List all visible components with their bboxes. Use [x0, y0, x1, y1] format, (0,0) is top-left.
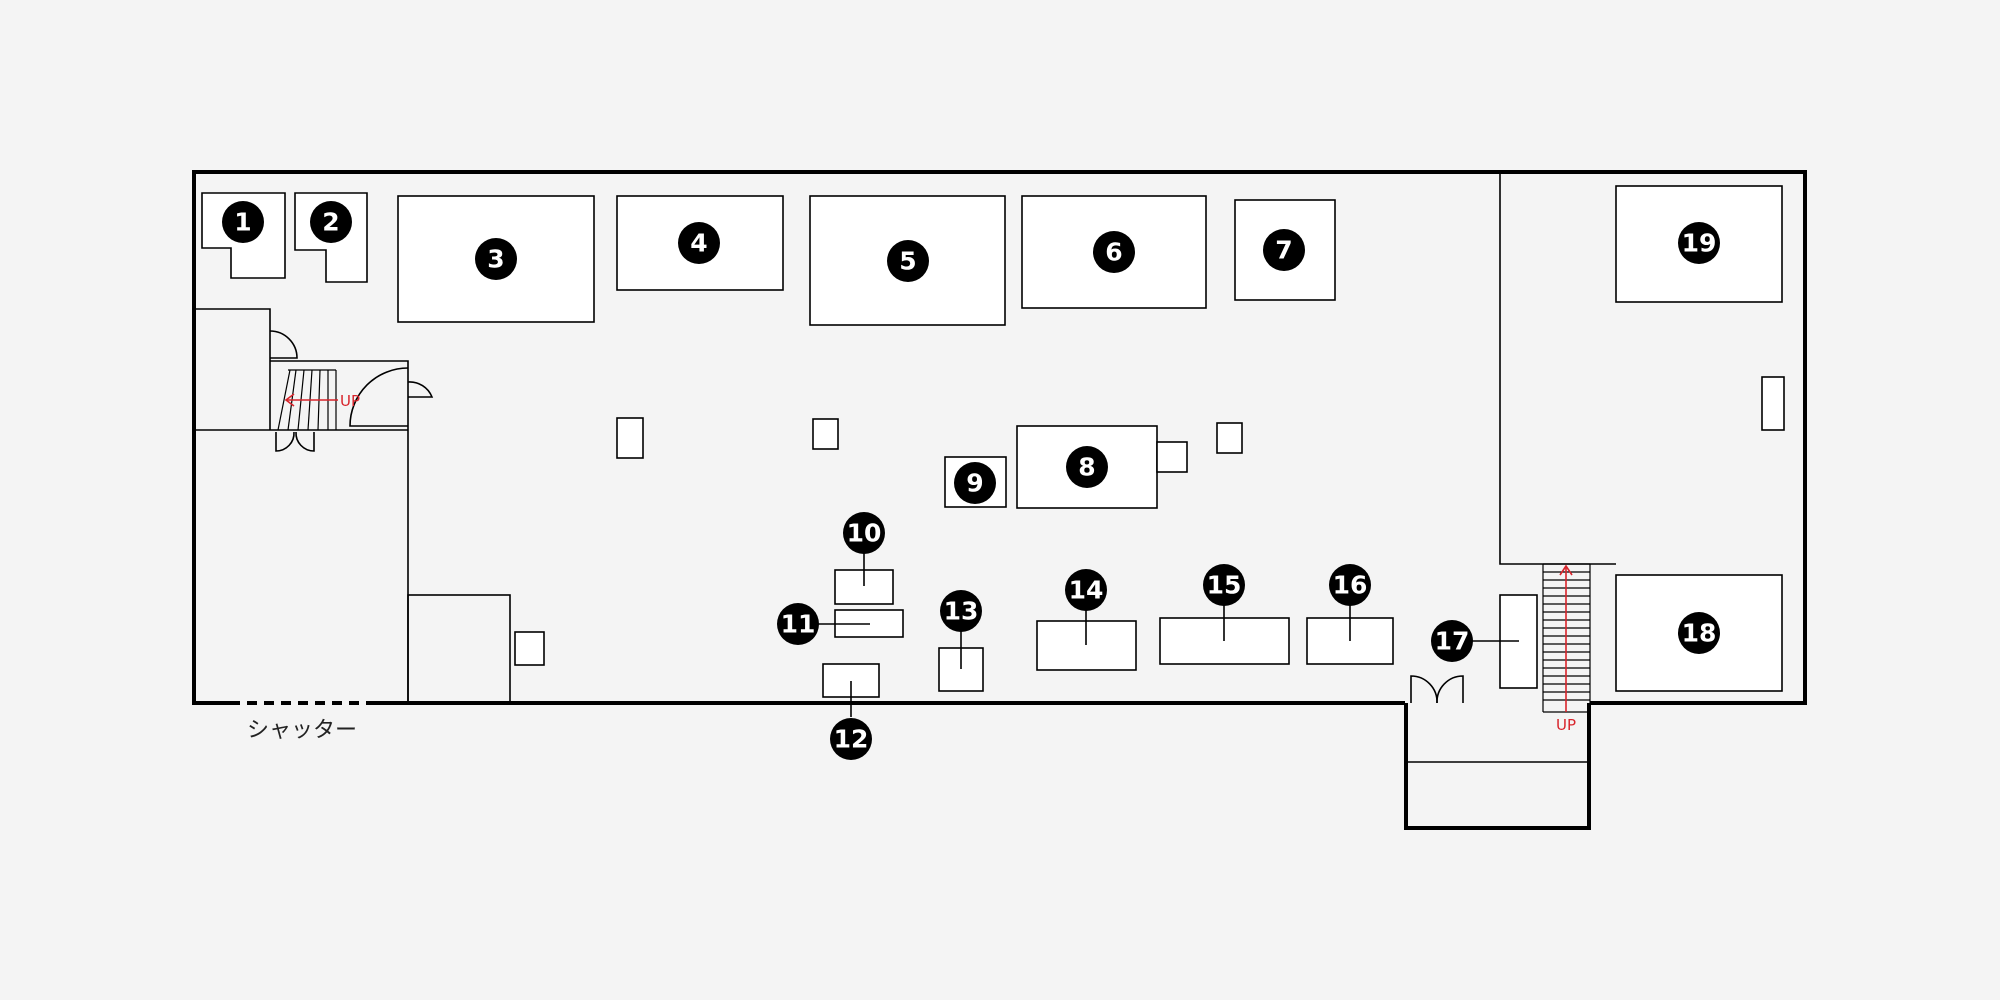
svg-text:18: 18 — [1682, 619, 1717, 648]
marker-12: 12 — [830, 718, 872, 760]
fixtures-bottom — [822, 569, 1538, 698]
marker-7: 7 — [1263, 229, 1305, 271]
marker-14: 14 — [1065, 569, 1107, 611]
svg-text:13: 13 — [944, 597, 979, 626]
svg-text:6: 6 — [1105, 238, 1122, 267]
marker-10: 10 — [843, 512, 885, 554]
pillar-a — [616, 417, 644, 459]
marker-15: 15 — [1203, 564, 1245, 606]
marker-11: 11 — [777, 603, 819, 645]
stair-up-label-left: UP — [340, 392, 360, 410]
small-fixture — [514, 631, 545, 666]
marker-4: 4 — [678, 222, 720, 264]
fixtures-top — [201, 192, 1336, 326]
marker-19: 19 — [1678, 222, 1720, 264]
svg-text:5: 5 — [899, 247, 916, 276]
marker-8: 8 — [1066, 446, 1108, 488]
fixture-8-side — [1156, 441, 1188, 473]
marker-1: 1 — [222, 201, 264, 243]
svg-text:11: 11 — [781, 610, 816, 639]
svg-text:12: 12 — [834, 725, 869, 754]
marker-16: 16 — [1329, 564, 1371, 606]
shutter: シャッター — [230, 701, 372, 743]
stairs-right: UP — [1542, 563, 1591, 734]
marker-9: 9 — [954, 462, 996, 504]
outer-walls — [192, 170, 1807, 830]
left-rooms — [194, 308, 545, 704]
svg-text:17: 17 — [1435, 627, 1470, 656]
svg-text:10: 10 — [847, 519, 882, 548]
entrance — [1406, 675, 1589, 763]
marker-2: 2 — [310, 201, 352, 243]
leader-lines — [814, 552, 1519, 717]
svg-text:19: 19 — [1682, 229, 1717, 258]
svg-text:3: 3 — [487, 245, 504, 274]
pillar-c — [1216, 422, 1243, 454]
pillar-b — [812, 418, 839, 450]
doors-left — [269, 330, 434, 452]
svg-text:4: 4 — [690, 229, 707, 258]
marker-6: 6 — [1093, 231, 1135, 273]
marker-5: 5 — [887, 240, 929, 282]
stair-up-label-right: UP — [1556, 716, 1576, 734]
svg-text:7: 7 — [1275, 236, 1292, 265]
svg-text:8: 8 — [1078, 453, 1095, 482]
svg-text:14: 14 — [1069, 576, 1104, 605]
marker-13: 13 — [940, 590, 982, 632]
fixtures-middle — [616, 417, 1243, 509]
svg-text:16: 16 — [1333, 571, 1368, 600]
shutter-label: シャッター — [247, 718, 357, 743]
stairs-left: UP — [277, 369, 360, 431]
svg-text:2: 2 — [322, 208, 339, 237]
svg-text:1: 1 — [234, 208, 251, 237]
marker-17: 17 — [1431, 620, 1473, 662]
marker-3: 3 — [475, 238, 517, 280]
storage-room — [407, 594, 511, 704]
marker-18: 18 — [1678, 612, 1720, 654]
markers: 1 2 3 4 5 6 7 8 9 10 11 12 13 14 15 16 1… — [222, 201, 1720, 760]
wall-fixture-right — [1761, 376, 1785, 431]
svg-text:15: 15 — [1207, 571, 1242, 600]
svg-text:9: 9 — [966, 469, 983, 498]
